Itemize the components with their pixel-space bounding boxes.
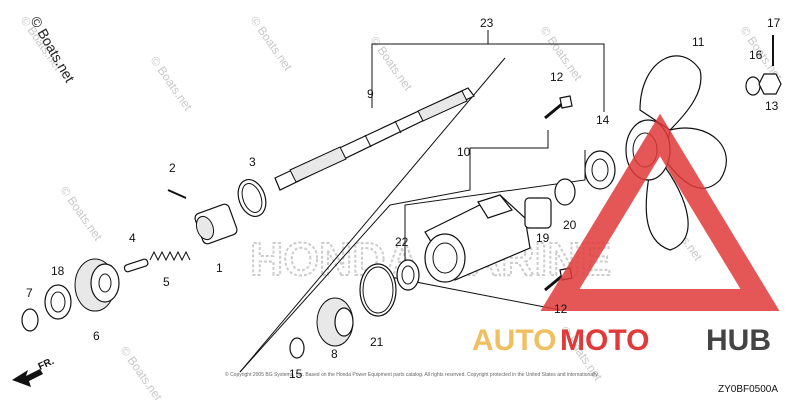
thrust-collar-inner [591,158,609,182]
clutch-pin [167,189,187,199]
watermark-boats-net: © Boats.net [248,14,296,74]
front-arrow-icon [12,369,43,387]
logo-hub: HUB [706,324,771,357]
front-direction-indicator: FR. [12,356,56,387]
propeller-shaft [274,87,475,191]
logo-auto: AUTO [472,324,556,357]
watermark-boats-net: © Boats.net [148,54,196,114]
needle-bearing [396,259,420,291]
watermark-boats-net: © Boats.net [368,34,416,94]
callout-label: 3 [249,155,256,169]
washer [289,337,305,359]
bushing-body [524,197,552,229]
callout-label: 20 [563,218,577,232]
bearing-holder [424,194,531,283]
thrust-ring-inner [241,183,263,213]
bearing-inner [50,291,66,313]
return-spring [149,250,191,262]
callout-label: 6 [93,329,100,343]
callout-label: 17 [767,16,781,30]
automotohub-logo: AUTO MOTO HUB [472,113,780,357]
leader-line [239,57,506,373]
needle-bearing-inner [401,265,415,285]
callout-label: 2 [169,161,176,175]
bolt-upper [544,95,573,120]
callout-label: 16 [749,48,763,62]
callout-label: 21 [370,335,384,349]
thrust-collar [584,150,616,190]
watermark-boats-net: © Boats.net [118,344,166,400]
callout-label: 13 [765,99,779,113]
callout-label: 1 [216,261,223,275]
plunger [123,258,149,273]
callout-label: 18 [51,264,65,278]
callout-label: 10 [457,145,471,159]
o-ring [359,263,397,317]
callout-label: 8 [331,347,338,361]
dog-clutch [194,203,238,245]
callout-label: 12 [550,70,564,84]
callout-label: 11 [692,35,705,49]
callout-label: 4 [129,231,136,245]
copyright-fine-print: © Copyright 2005 BG Systems, Inc. Based … [225,371,599,378]
front-label: FR. [37,356,56,373]
logo-triangle [540,113,780,311]
callout-label: 22 [395,235,409,249]
drawing-code: ZY0BF0500A [718,384,778,395]
leader-line [239,204,391,373]
bearing [44,284,72,320]
callout-label: 12 [554,302,568,316]
callout-label: 19 [536,231,550,245]
oil-seal [554,178,576,206]
castle-nut [758,73,782,95]
callout-label: 23 [480,16,494,30]
logo-moto: MOTO [560,324,649,357]
washer-16 [745,76,761,96]
callout-label: 7 [26,286,33,300]
callout-label: 9 [367,87,374,101]
watermark-boats-net: © Boats.net [58,184,106,244]
o-ring-inner [362,266,394,314]
callout-label: 5 [163,275,170,289]
reverse-gear [74,258,120,312]
shim-ring [21,308,39,332]
callout-label: 14 [596,113,610,127]
callout-label: 15 [289,367,303,381]
bracket-10 [389,130,549,206]
thrust-ring [237,179,267,217]
bevel-gear [316,297,354,347]
watermark-boats-net-corner: © Boats.net [27,14,78,86]
